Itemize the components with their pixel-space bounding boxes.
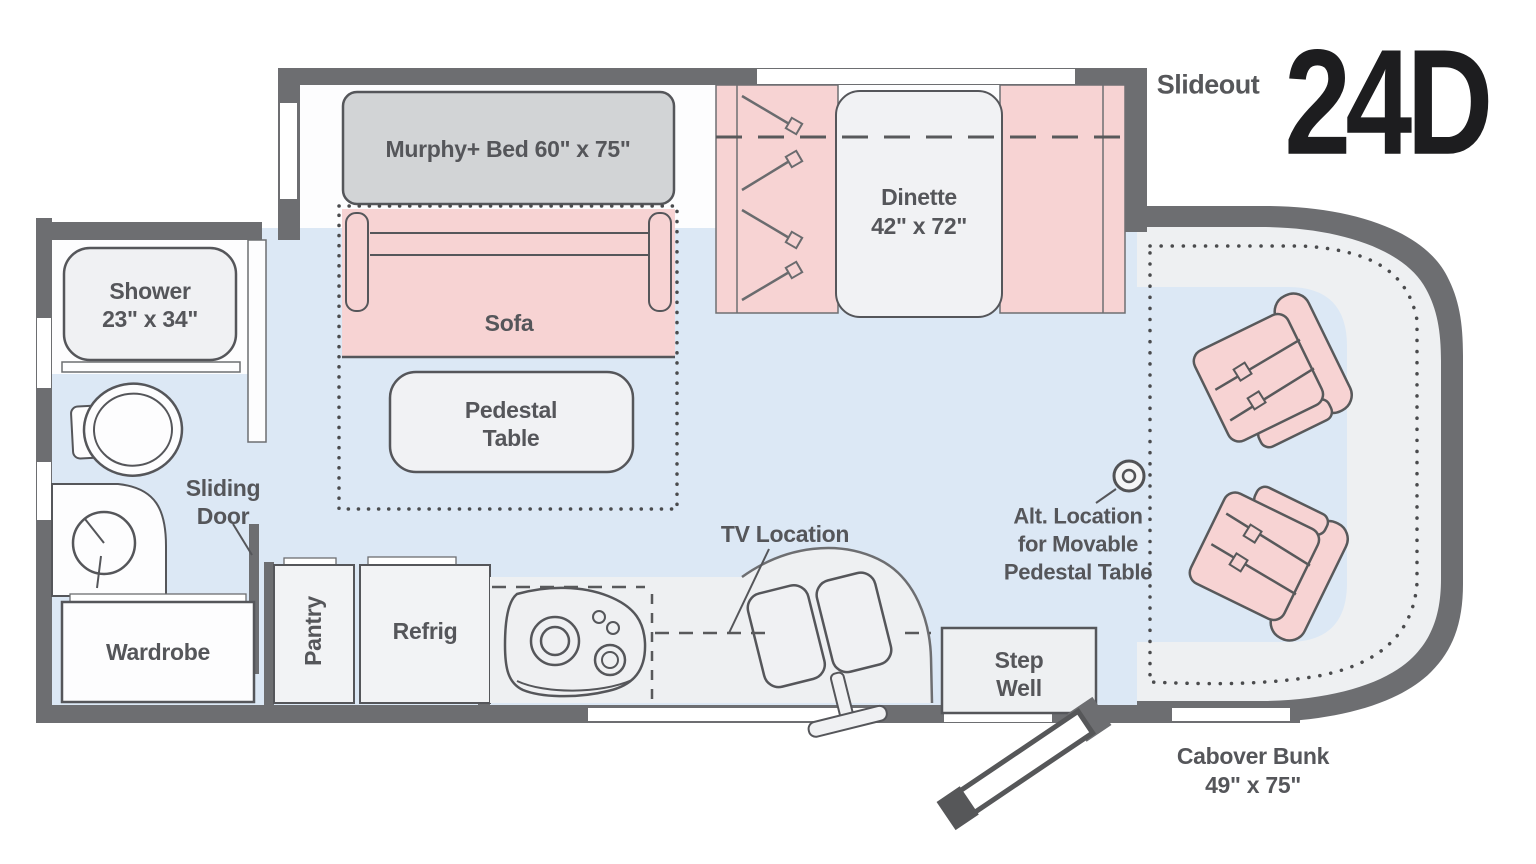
cabover-bunk-dotted-outline [1148, 244, 1419, 686]
bottom-window-cab [1172, 708, 1290, 721]
dinette-label-line1: Dinette [881, 183, 957, 210]
dinette-bed-mechanism [741, 94, 804, 302]
pedestal-table [388, 370, 635, 474]
alt-location-label-line2: for Movable [1017, 531, 1139, 557]
cab-seat-passenger [1188, 485, 1349, 642]
tv-location-label: TV Location [720, 520, 850, 547]
bathroom-sink [51, 483, 167, 597]
toilet [70, 382, 184, 477]
slideout-footprint-dotted [337, 204, 679, 511]
shower-threshold [61, 361, 241, 373]
refrig-label: Refrig [392, 617, 458, 644]
bottom-window-kitchen [588, 708, 882, 721]
tv-location-pointer-line [728, 548, 770, 634]
pantry-label: Pantry [299, 596, 326, 666]
sliding-door-pointer-line [232, 523, 253, 556]
shower-stall [62, 246, 238, 362]
entry-door [936, 696, 1112, 831]
murphy-bed-label: Murphy+ Bed 60" x 75" [385, 135, 631, 162]
pedestal-table-label-line2: Table [482, 424, 540, 451]
shower-label-line2: 23" x 34" [102, 305, 198, 332]
wardrobe [60, 600, 256, 704]
bathroom-partition-wall [247, 239, 267, 443]
slideout-right-wall [1125, 68, 1147, 232]
pedestal-table-label-line1: Pedestal [464, 396, 558, 423]
alt-location-label-line3: Pedestal Table [1003, 559, 1153, 585]
slideout-label: Slideout [1156, 69, 1260, 100]
top-left-wall [36, 222, 262, 240]
murphy-bed [341, 90, 676, 206]
kitchen-counter-edge [741, 546, 934, 704]
refrigerator [359, 564, 491, 704]
dinette-seat-right [999, 84, 1126, 314]
sofa-armrest-right [648, 212, 672, 312]
kitchen-wall-stub [264, 562, 274, 705]
alt-location-pointer-line [1095, 488, 1117, 504]
left-wall-window-1 [37, 318, 51, 388]
step-well-label-line1: Step [994, 646, 1044, 673]
sofa-armrest-left [345, 212, 369, 312]
cabover-bunk-label-line2: 49" x 75" [1205, 771, 1301, 798]
slideout-left-window [280, 103, 297, 199]
counter-dashed-lines [492, 585, 931, 700]
kitchen-sink [746, 571, 893, 738]
dinette-table [835, 90, 1003, 318]
slideout-top-window [757, 69, 1075, 84]
left-wall-window-2 [37, 462, 51, 520]
sliding-door-panel [249, 524, 259, 674]
movable-table-location-icon [1112, 459, 1146, 493]
sliding-door-label-line1: Sliding [185, 474, 261, 501]
step-well [940, 626, 1098, 715]
cabover-bunk-label-line1: Cabover Bunk [1176, 742, 1330, 769]
pantry [273, 564, 355, 704]
sofa-label: Sofa [484, 309, 534, 336]
alt-location-label-line1: Alt. Location [1013, 503, 1143, 529]
shower-label-line1: Shower [109, 277, 191, 304]
step-well-label-line2: Well [996, 674, 1042, 701]
wardrobe-label: Wardrobe [105, 638, 211, 665]
stove [503, 586, 647, 698]
sliding-door-label-line2: Door [196, 502, 250, 529]
dinette-label-line2: 42" x 72" [871, 212, 967, 239]
model-label: 24D [1284, 17, 1493, 186]
cab-seat-driver [1192, 292, 1353, 449]
